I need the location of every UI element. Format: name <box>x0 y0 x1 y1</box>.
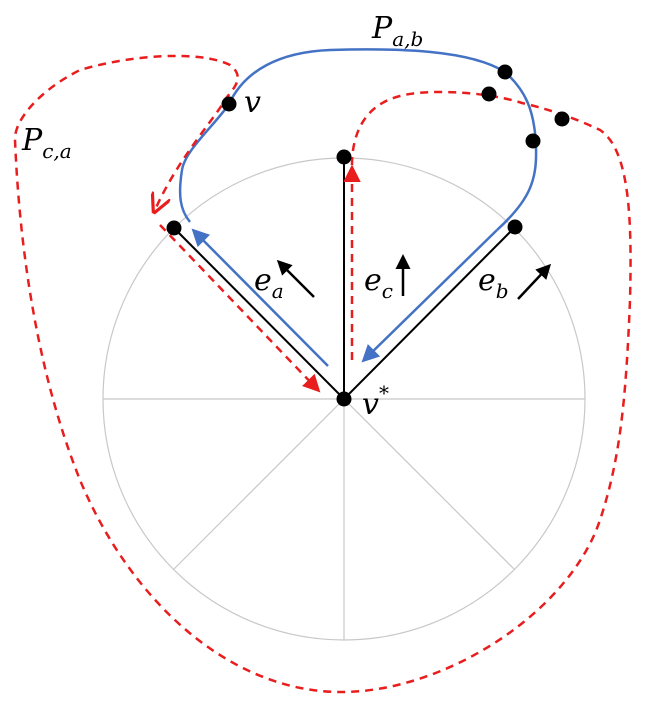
label-e-c: ec <box>364 263 393 303</box>
vertex-top-3 <box>554 111 570 127</box>
label-e-b: eb <box>478 263 509 303</box>
label-e-a: ea <box>254 263 284 303</box>
vertex-top-1 <box>497 64 513 80</box>
vertex-v <box>221 96 237 112</box>
edge-b <box>343 226 516 400</box>
path-ab <box>178 48 538 367</box>
vertex-top-4 <box>525 133 541 149</box>
vertex-b <box>507 219 523 235</box>
edge-a <box>173 227 345 400</box>
vertex-c <box>336 149 352 165</box>
vertices <box>166 64 570 407</box>
label-p-ab: Pa,b <box>371 11 423 51</box>
label-v-star: v* <box>362 381 389 422</box>
arrow-e-a <box>276 259 315 298</box>
edges <box>173 157 516 400</box>
vertex-a <box>166 220 182 236</box>
label-v: v <box>244 85 261 120</box>
vertex-top-2 <box>481 86 497 102</box>
path-ca <box>13 54 632 694</box>
direction-arrows <box>276 254 552 300</box>
label-p-ca: Pc,a <box>21 123 72 163</box>
arrow-e-b <box>517 263 552 300</box>
labels: Pa,b Pc,a v v* ea ec eb <box>21 11 509 422</box>
vertex-v-star <box>336 391 352 407</box>
